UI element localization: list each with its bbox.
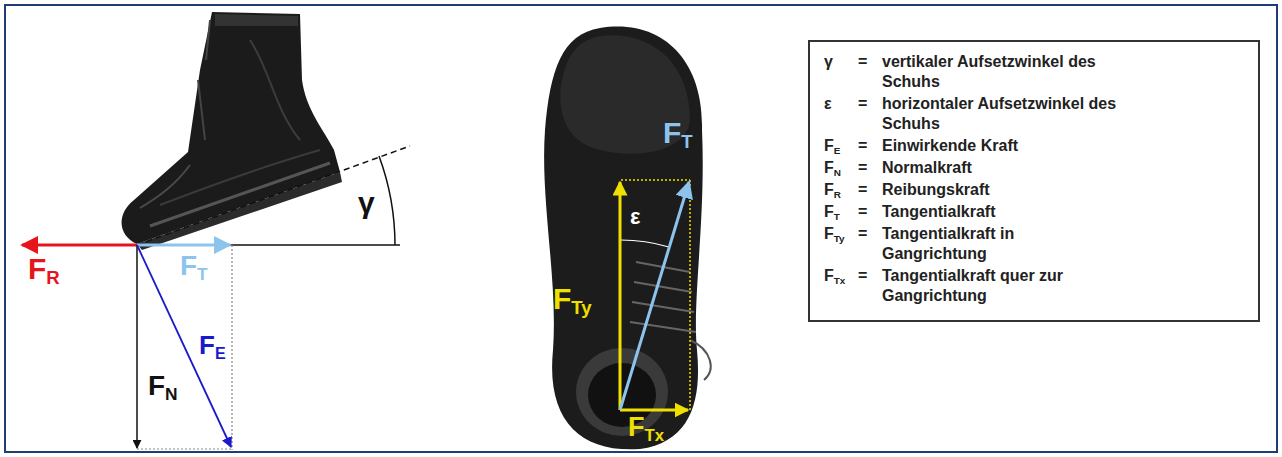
legend-symbol: FT xyxy=(824,202,858,222)
symbol-subscript: Tx xyxy=(834,275,846,286)
legend-row: FTx=Tangentialkraft quer zur Gangrichtun… xyxy=(824,266,1244,306)
symbol-subscript: T xyxy=(197,264,208,284)
symbol-subscript: Tx xyxy=(645,426,665,445)
friction-arrow xyxy=(22,244,137,247)
legend-symbol: FE xyxy=(824,136,858,156)
ground-line xyxy=(137,244,400,246)
symbol-letter: F xyxy=(824,159,834,176)
symbol-subscript: N xyxy=(834,167,841,178)
legend-box: γ=vertikaler Aufsetzwinkel des Schuhsε=h… xyxy=(808,40,1260,322)
resultant-arrow xyxy=(137,245,231,447)
symbol-letter: F xyxy=(824,181,834,198)
legend-symbol: FR xyxy=(824,180,858,200)
symbol-letter: F xyxy=(628,412,645,442)
legend-equals: = xyxy=(858,136,882,156)
force-label: FE xyxy=(199,332,226,358)
legend-row: FT=Tangentialkraft xyxy=(824,202,1244,222)
legend-text: Reibungskraft xyxy=(882,180,1117,200)
construction-line xyxy=(137,448,232,449)
legend-equals: = xyxy=(858,158,882,178)
sole-line xyxy=(137,146,410,245)
legend-equals: = xyxy=(858,266,882,286)
legend-equals: = xyxy=(858,224,882,244)
symbol-letter: F xyxy=(824,267,834,284)
legend-symbol: ε xyxy=(824,94,858,114)
tangential-x-arrow xyxy=(620,409,688,412)
symbol-letter: F xyxy=(180,250,197,281)
construction-line xyxy=(689,180,691,410)
construction-line xyxy=(231,245,232,450)
force-label: FTy xyxy=(553,284,592,314)
legend-row: FN=Normalkraft xyxy=(824,158,1244,178)
symbol-subscript: N xyxy=(165,384,178,404)
force-label: FT xyxy=(663,118,693,148)
symbol-subscript: Ty xyxy=(571,297,591,318)
symbol-subscript: R xyxy=(834,189,841,200)
symbol-subscript: T xyxy=(681,131,692,152)
angle-arc xyxy=(379,156,395,245)
legend-row: γ=vertikaler Aufsetzwinkel des Schuhs xyxy=(824,52,1244,92)
symbol-letter: F xyxy=(148,370,165,401)
legend-text: vertikaler Aufsetzwinkel des Schuhs xyxy=(882,52,1117,92)
force-label: FTx xyxy=(628,414,664,441)
symbol-letter: F xyxy=(824,203,834,220)
legend-text: Tangentialkraft xyxy=(882,202,1117,222)
angle-label: ε xyxy=(630,206,640,228)
legend-row: FTy=Tangentialkraft in Gangrichtung xyxy=(824,224,1244,264)
symbol-letter: F xyxy=(824,225,834,242)
angle-label: γ xyxy=(358,188,375,218)
legend-row: FE=Einwirkende Kraft xyxy=(824,136,1244,156)
tangential-y-arrow xyxy=(619,182,622,410)
legend-equals: = xyxy=(858,52,882,72)
symbol-subscript: E xyxy=(834,145,841,156)
legend-text: Einwirkende Kraft xyxy=(882,136,1117,156)
legend-text: Normalkraft xyxy=(882,158,1117,178)
outer-frame xyxy=(5,5,1277,452)
symbol-letter: F xyxy=(663,116,681,149)
symbol-letter: F xyxy=(824,137,834,154)
legend-text: horizontaler Aufsetzwinkel des Schuhs xyxy=(882,94,1117,134)
legend-text: Tangentialkraft in Gangrichtung xyxy=(882,224,1117,264)
symbol-subscript: R xyxy=(46,267,59,288)
legend-equals: = xyxy=(858,180,882,200)
legend-equals: = xyxy=(858,202,882,222)
legend-symbol: γ xyxy=(824,52,858,72)
force-label: FN xyxy=(148,372,178,400)
force-label: FT xyxy=(180,252,208,280)
symbol-letter: F xyxy=(28,252,46,285)
top-boot xyxy=(544,27,711,450)
symbol-subscript: Ty xyxy=(834,233,845,244)
force-label: FR xyxy=(28,254,60,284)
side-boot xyxy=(122,12,342,250)
symbol-subscript: E xyxy=(215,344,226,362)
legend-row: ε=horizontaler Aufsetzwinkel des Schuhs xyxy=(824,94,1244,134)
legend-equals: = xyxy=(858,94,882,114)
construction-line xyxy=(621,179,690,181)
tangential-arrow xyxy=(620,182,689,410)
symbol-subscript: T xyxy=(834,211,840,222)
legend-row: FR=Reibungskraft xyxy=(824,180,1244,200)
normal-arrow xyxy=(136,245,138,448)
legend-text: Tangentialkraft quer zur Gangrichtung xyxy=(882,266,1117,306)
legend-symbol: FTx xyxy=(824,266,858,286)
tangential-arrow xyxy=(137,244,230,247)
symbol-letter: F xyxy=(553,282,571,315)
angle-arc xyxy=(620,240,669,247)
legend-symbol: FN xyxy=(824,158,858,178)
legend-symbol: FTy xyxy=(824,224,858,244)
symbol-letter: F xyxy=(199,330,215,360)
